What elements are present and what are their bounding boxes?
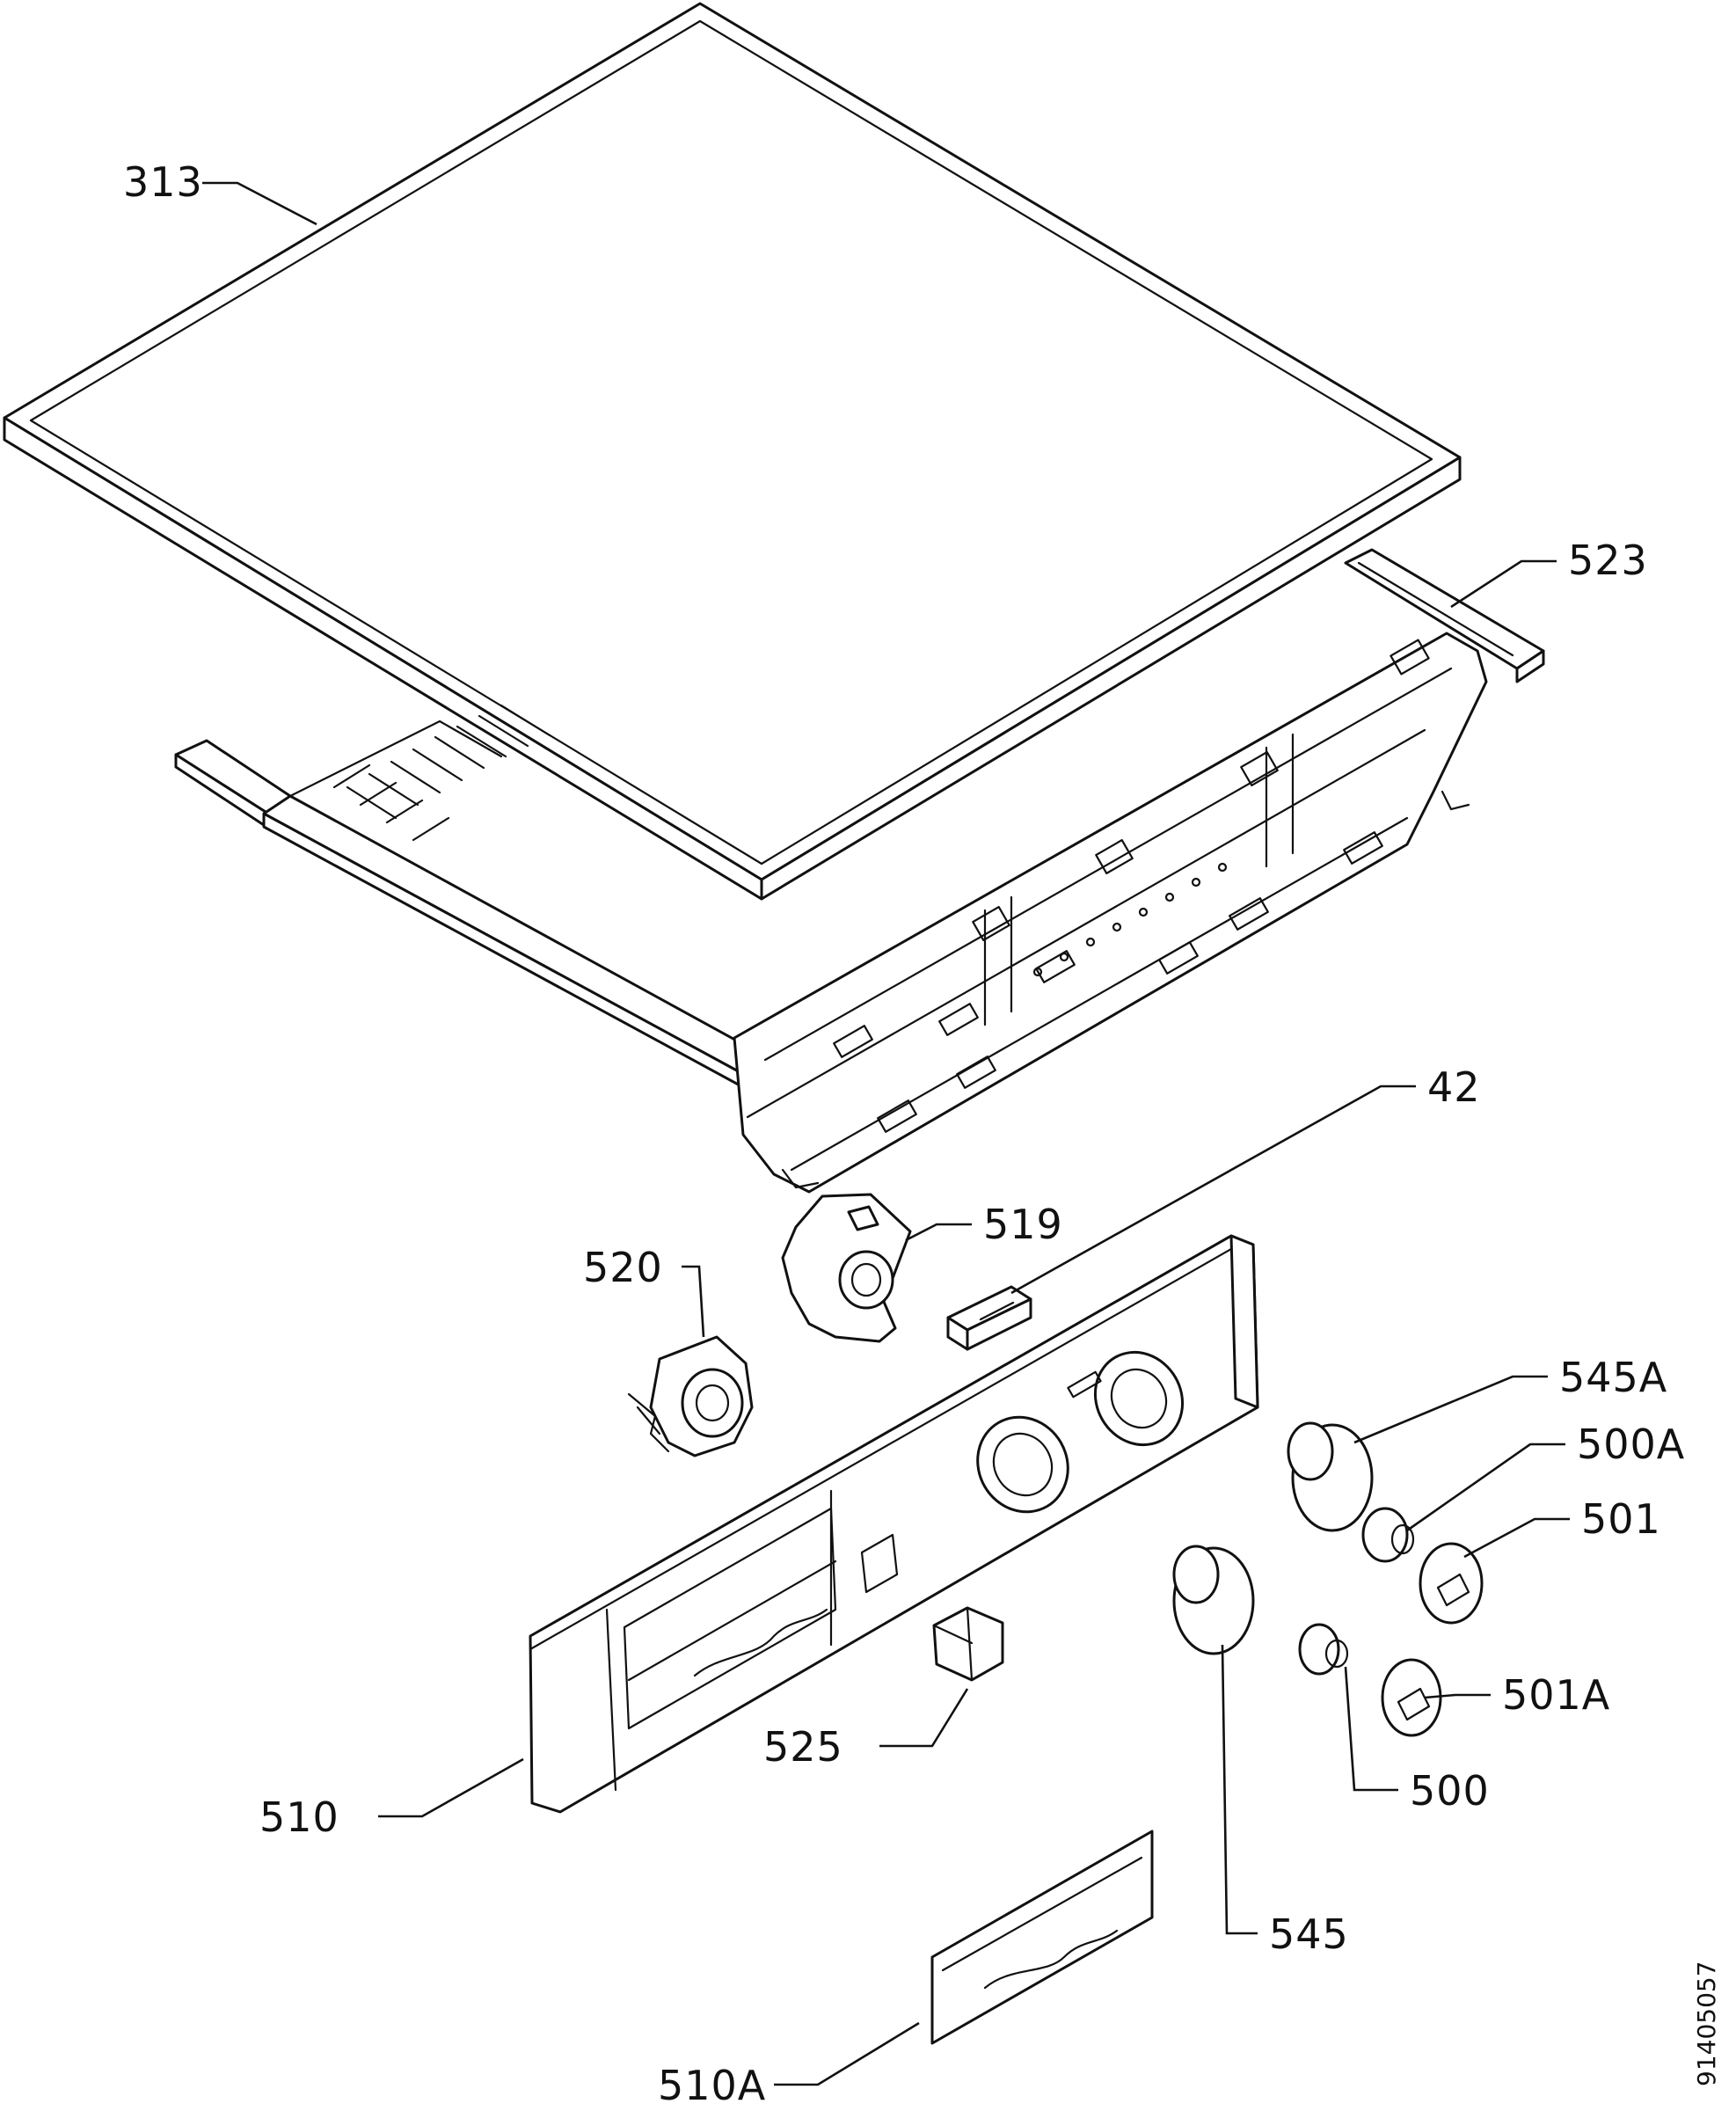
- callout-501a: 501A: [1502, 1671, 1610, 1719]
- part-500a-knob-spindle[interactable]: [1361, 1507, 1415, 1563]
- document-number: 91405057: [1692, 1961, 1721, 2086]
- callout-500: 500: [1410, 1767, 1490, 1815]
- callout-510a: 510A: [658, 2062, 766, 2109]
- part-510-front-panel[interactable]: [529, 1234, 1259, 1814]
- part-520-knob-bracket[interactable]: [627, 1335, 754, 1457]
- callout-520: 520: [583, 1244, 663, 1291]
- part-525-switch[interactable]: [932, 1606, 1004, 1682]
- callout-545a: 545A: [1559, 1354, 1667, 1401]
- part-545a-knob-ring[interactable]: [1287, 1421, 1374, 1532]
- part-501a-knob[interactable]: [1381, 1658, 1442, 1737]
- part-523-panel-frame[interactable]: [174, 548, 1545, 1194]
- part-313-top-cover[interactable]: [3, 2, 1462, 901]
- part-545-knob-ring[interactable]: [1172, 1545, 1255, 1655]
- callout-42: 42: [1427, 1063, 1481, 1111]
- callout-510: 510: [259, 1793, 339, 1841]
- part-500-knob-spindle[interactable]: [1298, 1623, 1349, 1676]
- part-510a-flap[interactable]: [930, 1830, 1154, 2045]
- callout-500a: 500A: [1577, 1421, 1685, 1468]
- callout-519: 519: [983, 1201, 1063, 1248]
- callout-545: 545: [1269, 1910, 1349, 1958]
- callout-525: 525: [763, 1723, 843, 1771]
- part-519-selector-housing[interactable]: [781, 1193, 912, 1343]
- callout-labels: 313 523 42 519 520 545A 500A 501 501A 50…: [123, 158, 1685, 2109]
- leader-lines: [202, 181, 1570, 2086]
- callout-523: 523: [1568, 537, 1648, 584]
- part-501-knob[interactable]: [1419, 1542, 1484, 1625]
- callout-501: 501: [1581, 1495, 1661, 1543]
- callout-313: 313: [123, 158, 203, 206]
- part-42-switch[interactable]: [946, 1285, 1032, 1351]
